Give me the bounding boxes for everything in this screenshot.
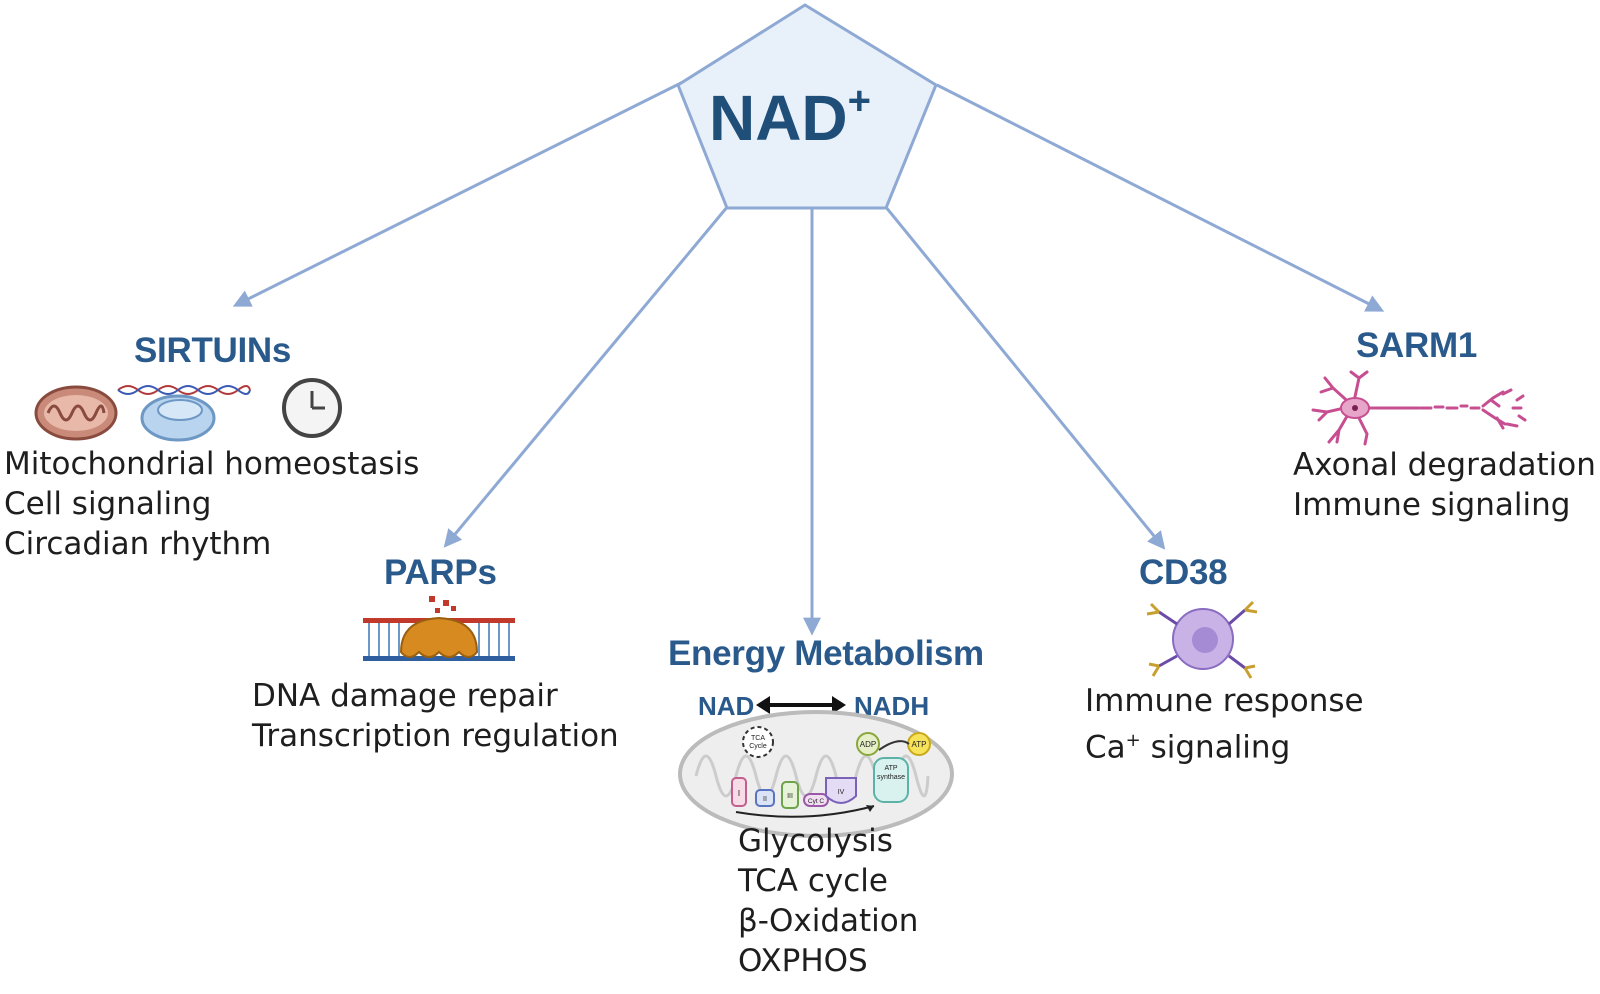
list-item: Cell signaling: [4, 486, 212, 522]
mitochondrion-icon: [34, 385, 118, 441]
neuron-icon: [1311, 370, 1527, 446]
list-item: TCA cycle: [738, 863, 888, 899]
energy-title: Energy Metabolism: [668, 634, 984, 673]
parps-title: PARPs: [384, 553, 497, 592]
svg-text:ADP: ADP: [860, 740, 876, 749]
energy-functions: Glycolysis TCA cycle β-Oxidation OXPHOS: [738, 821, 918, 981]
list-item: DNA damage repair: [252, 678, 558, 714]
svg-text:ATP: ATP: [884, 765, 897, 772]
svg-text:III: III: [787, 793, 793, 800]
immune-cell-icon: [1146, 600, 1258, 679]
list-item: Transcription regulation: [252, 718, 619, 754]
arrow-to-parps: [443, 205, 730, 548]
clock-icon: [282, 378, 342, 438]
svg-text:IV: IV: [838, 789, 845, 796]
svg-text:II: II: [763, 796, 767, 803]
list-item: Mitochondrial homeostasis: [4, 446, 420, 482]
svg-text:synthase: synthase: [877, 774, 905, 781]
dna-repair-enzyme-icon: [363, 596, 515, 661]
sirtuins-functions: Mitochondrial homeostasis Cell signaling…: [4, 444, 419, 564]
list-item: OXPHOS: [738, 943, 868, 979]
hub-pentagon: [676, 3, 938, 210]
list-item: Immune signaling: [1293, 487, 1571, 523]
svg-text:I: I: [738, 789, 740, 798]
list-item: Circadian rhythm: [4, 526, 272, 562]
sarm1-functions: Axonal degradation Immune signaling: [1293, 445, 1596, 525]
svg-text:ATP: ATP: [912, 740, 927, 749]
sarm1-title: SARM1: [1356, 326, 1478, 365]
cd38-title: CD38: [1139, 553, 1228, 592]
list-item: Ca+ signaling: [1085, 729, 1291, 766]
arrow-to-sarm1: [936, 83, 1385, 312]
svg-text:TCA: TCA: [751, 735, 765, 742]
dna-protein-icon: [117, 385, 251, 442]
nad-label: NAD: [698, 691, 754, 721]
mitochondrion-respiration-icon: NAD NADH TCA Cycle ADP ATP ATP synthase …: [678, 691, 954, 838]
arrow-to-sirtuins: [232, 80, 684, 307]
svg-text:Cycle: Cycle: [749, 743, 767, 750]
list-item: Glycolysis: [738, 823, 893, 859]
cd38-functions: Immune response Ca+ signaling: [1085, 681, 1364, 767]
list-item: β-Oxidation: [738, 903, 919, 939]
double-arrow: [756, 696, 846, 714]
sirtuins-title: SIRTUINs: [134, 331, 292, 370]
parps-functions: DNA damage repair Transcription regulati…: [252, 676, 619, 756]
arrow-to-cd38: [883, 205, 1166, 550]
hub-label: NAD+: [709, 79, 871, 154]
svg-text:Cyt C: Cyt C: [808, 798, 825, 805]
list-item: Axonal degradation: [1293, 447, 1596, 483]
arrows: [232, 80, 1385, 636]
list-item: Immune response: [1085, 683, 1364, 719]
